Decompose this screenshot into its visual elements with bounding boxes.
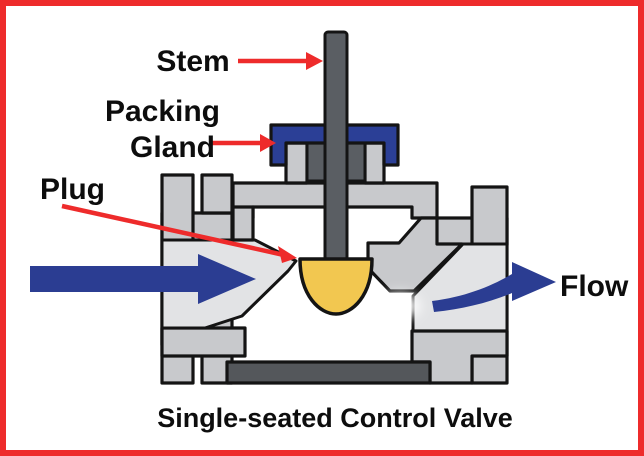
plug-pointer-arrowhead-icon (278, 246, 297, 263)
packing-gland-label-line2: Gland (130, 131, 215, 164)
left-flange-tooth-top (200, 173, 234, 215)
left-lower-band (160, 326, 247, 358)
stem-label: Stem (156, 45, 229, 78)
plug-pointer-arrow-icon (61, 203, 285, 258)
inlet-flow-arrow-icon (30, 254, 256, 304)
stem-pointer-arrowhead-icon (306, 52, 323, 70)
control-valve-diagram: Stem Packing Gland Plug Flow Single-seat… (30, 30, 629, 433)
diagram-title: Single-seated Control Valve (157, 403, 513, 433)
right-seat-block (366, 216, 464, 293)
bonnet-left (284, 141, 309, 185)
flow-label: Flow (560, 270, 629, 303)
packing-gland-label-line1: Packing (105, 95, 220, 128)
valve-plug (298, 257, 374, 316)
gland-pointer-arrowhead-icon (260, 134, 276, 152)
packing-gland (269, 123, 400, 167)
valve-stem (323, 30, 349, 262)
annotations (61, 52, 323, 263)
bonnet-right (363, 141, 386, 185)
flow-mist (380, 293, 420, 319)
plug-label: Plug (40, 173, 105, 206)
upper-chamber-left-wall (231, 205, 255, 242)
bottom-plate (225, 360, 432, 385)
outlet-flow-arrow-icon (432, 262, 556, 312)
